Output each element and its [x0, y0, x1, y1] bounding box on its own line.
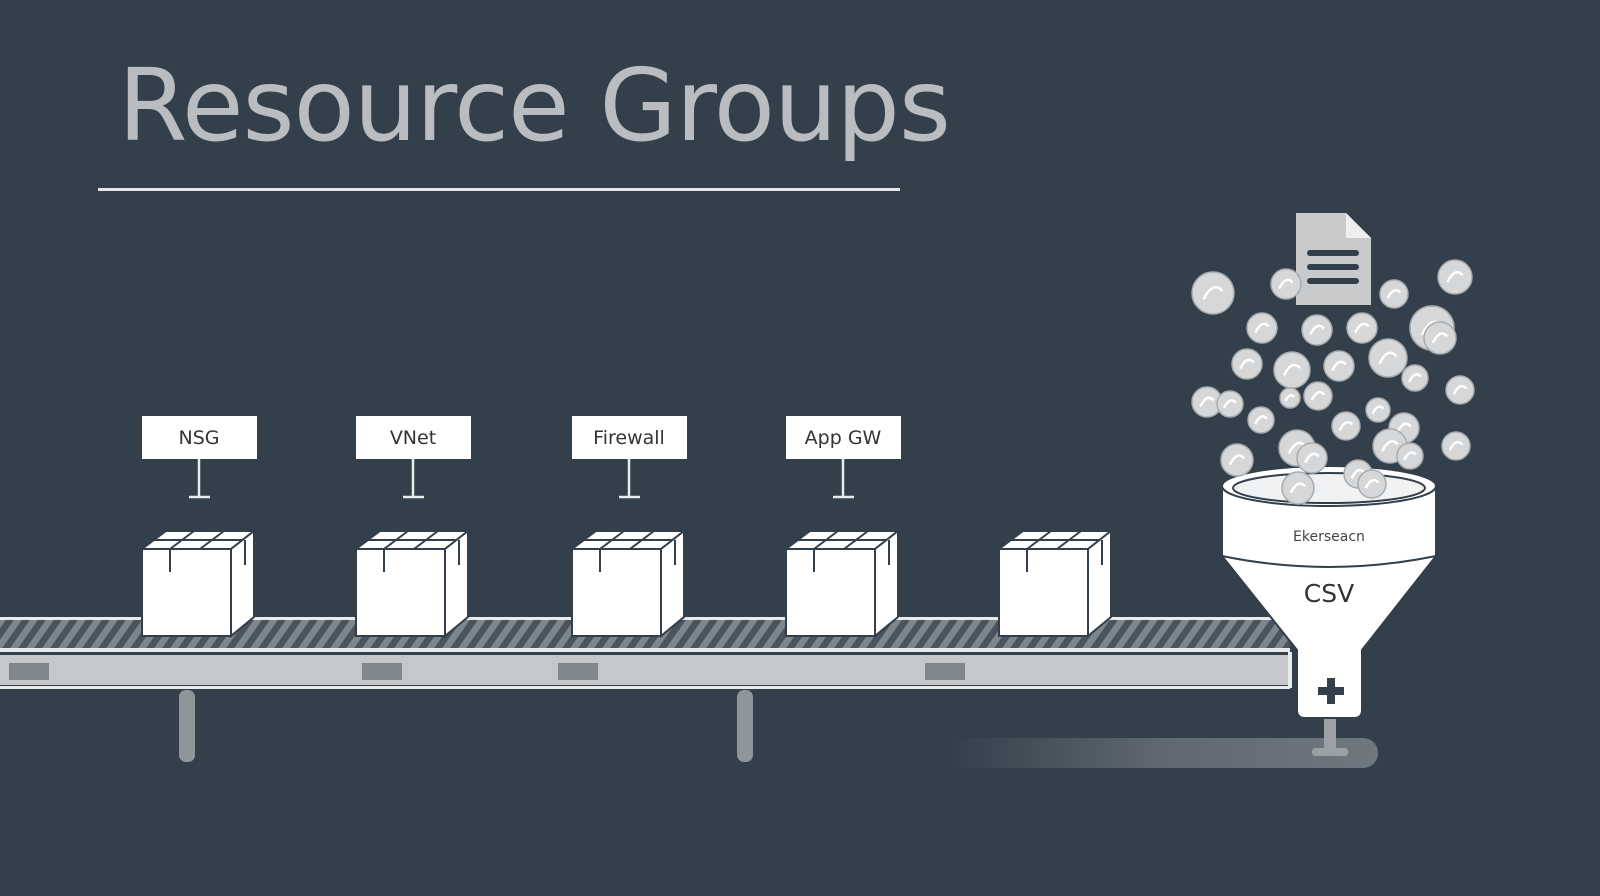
data-particle	[1357, 469, 1387, 499]
data-particle	[1247, 406, 1275, 434]
data-particle	[1379, 279, 1409, 309]
data-particle	[1273, 351, 1311, 389]
data-particle	[1220, 443, 1254, 477]
resource-label: NSG	[142, 416, 257, 499]
package-box	[996, 528, 1114, 639]
data-particle	[1331, 411, 1361, 441]
title-underline	[98, 188, 900, 191]
data-particle	[1191, 386, 1223, 418]
plus-icon	[1318, 678, 1344, 704]
package-box	[783, 528, 901, 639]
data-particle	[1445, 375, 1475, 405]
data-particle	[1365, 397, 1391, 423]
csv-funnel: Ekerseacn CSV	[1221, 465, 1437, 756]
data-particle	[1216, 390, 1244, 418]
data-particle	[1246, 312, 1278, 344]
funnel-band-text: Ekerseacn	[1293, 529, 1365, 545]
data-particle	[1401, 364, 1429, 392]
data-particle	[1270, 268, 1302, 300]
resource-label: App GW	[786, 416, 901, 499]
package-box	[353, 528, 471, 639]
belt-leg	[737, 690, 753, 762]
resource-label-text: VNet	[390, 427, 436, 449]
document-icon	[1296, 213, 1371, 305]
data-particle	[1441, 431, 1471, 461]
data-particle	[1396, 442, 1424, 470]
resource-label-text: App GW	[805, 427, 882, 449]
data-particle	[1423, 321, 1457, 355]
funnel-csv-text: CSV	[1304, 579, 1354, 608]
data-particle	[1368, 338, 1408, 378]
resource-label-text: NSG	[179, 427, 220, 449]
data-particle	[1231, 348, 1263, 380]
data-particle	[1296, 442, 1328, 474]
package-box	[139, 528, 257, 639]
belt-leg	[179, 690, 195, 762]
package-box	[569, 528, 687, 639]
data-particle	[1301, 314, 1333, 346]
data-particle	[1346, 312, 1378, 344]
data-particles	[1191, 259, 1475, 505]
resource-label: VNet	[356, 416, 471, 499]
data-particle	[1279, 387, 1301, 409]
page-title: Resource Groups	[118, 47, 951, 164]
data-particle	[1191, 271, 1235, 315]
data-particle	[1281, 471, 1315, 505]
data-particle	[1437, 259, 1473, 295]
floor-shadow	[950, 738, 1378, 768]
data-particle	[1323, 350, 1355, 382]
data-particle	[1303, 381, 1333, 411]
resource-label: Firewall	[572, 416, 687, 499]
resource-label-text: Firewall	[593, 427, 665, 449]
